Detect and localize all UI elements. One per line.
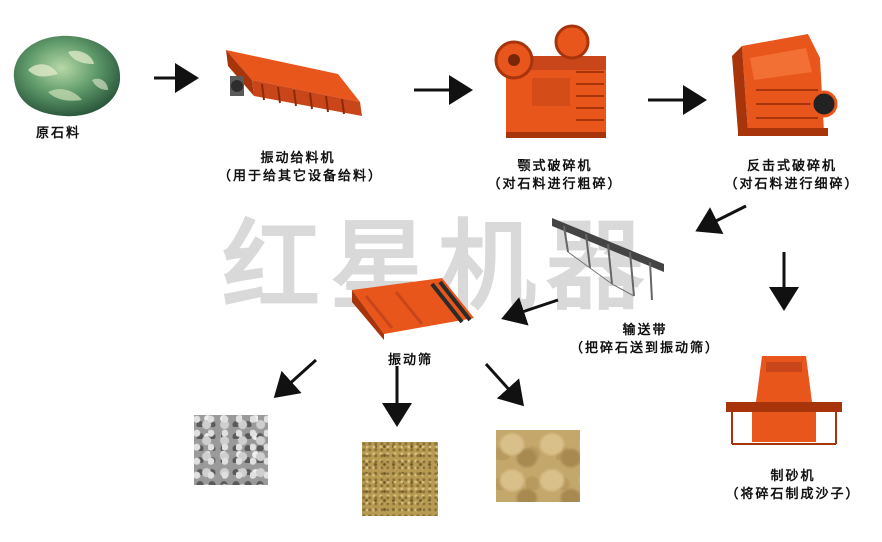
arrow-conveyor-to-screen bbox=[504, 300, 558, 318]
arrow-screen-to-fine bbox=[486, 364, 522, 404]
arrow-screen-to-gravel bbox=[276, 360, 316, 396]
arrow-impact-to-conveyor bbox=[698, 206, 746, 230]
